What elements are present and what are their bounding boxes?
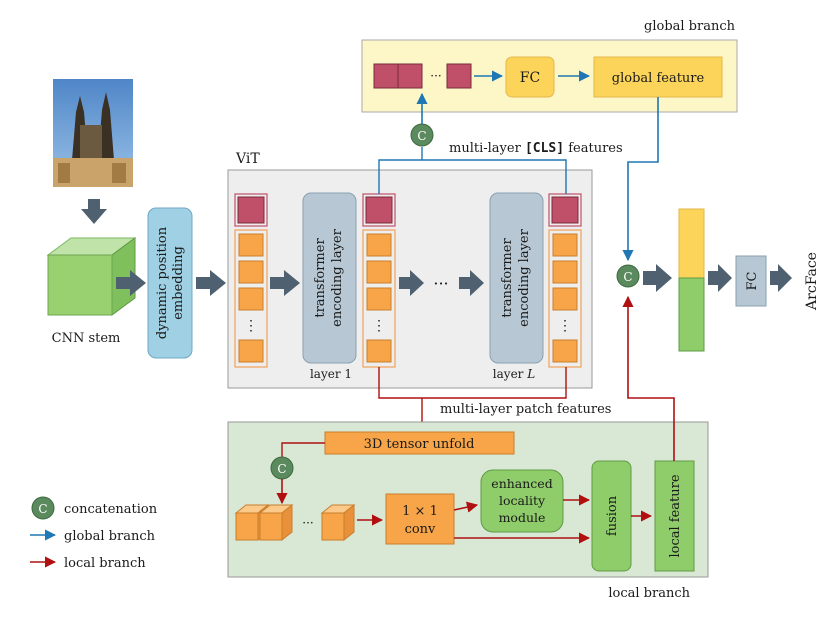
legend-concat-icon: C (31, 496, 55, 520)
token-column-layer1: ⋮ (362, 193, 396, 368)
svg-text:enhanced: enhanced (491, 476, 552, 491)
global-feature-label: global feature (612, 71, 705, 86)
layer-1-label: layer 1 (310, 367, 352, 381)
cnn-stem-cube (46, 237, 137, 316)
legend: C concatenation global branch local bran… (30, 496, 158, 571)
vit-arrow-3 (399, 270, 424, 296)
fusion-box: fusion (591, 460, 632, 572)
svg-text:C: C (623, 270, 632, 284)
token-column-input: ⋮ (234, 193, 268, 368)
unfold-to-concat-line (281, 442, 325, 457)
cube (320, 503, 356, 542)
dynamic-pos-line2: embedding (171, 246, 186, 320)
global-fc-label: FC (520, 70, 540, 86)
concat-to-feature-arrow (643, 264, 672, 292)
cls-token (551, 196, 579, 224)
stem-to-embedding-arrow (116, 270, 146, 296)
svg-text:C: C (277, 462, 286, 476)
svg-text:C: C (417, 129, 426, 143)
conv-1x1-box: 1 × 1 conv (385, 493, 455, 545)
global-branch-panel: global branch ··· FC global feature (361, 19, 738, 113)
arcface-label: ArcFace (804, 252, 820, 311)
svg-text:local feature: local feature (668, 474, 683, 557)
patch-token (366, 233, 392, 257)
patch-token (552, 287, 578, 311)
token-column-layerL: ⋮ (548, 193, 582, 368)
vdots: ⋮ (372, 318, 386, 334)
vdots: ⋮ (558, 318, 572, 334)
legend-global-branch: global branch (64, 529, 156, 544)
transformer-layer-1: transformer encoding layer (302, 192, 357, 364)
enhanced-locality-module: enhanced locality module (480, 469, 564, 533)
patch-token (366, 260, 392, 284)
cls-token (237, 196, 265, 224)
concatenated-feature-bar (678, 208, 705, 352)
concat-node-local: C (270, 456, 294, 480)
cls-token (365, 196, 393, 224)
dynamic-position-embedding: dynamic position embedding (147, 207, 193, 359)
legend-concatenation: concatenation (64, 502, 158, 517)
global-to-concat-arrow (622, 97, 659, 262)
transformer-label-1a: transformer (313, 238, 328, 318)
global-cls-token (373, 63, 399, 89)
local-branch-title: local branch (608, 586, 690, 601)
transformer-label-Lb: encoding layer (517, 228, 532, 326)
feature-cubes (234, 503, 356, 542)
input-image (53, 79, 133, 187)
patch-token (552, 233, 578, 257)
cubes-ellipsis: ··· (302, 516, 313, 530)
global-branch-title: global branch (644, 19, 736, 34)
conv-to-elm-arrow (453, 501, 479, 513)
tensor-unfold-box: 3D tensor unfold (324, 431, 515, 455)
vdots: ⋮ (244, 318, 258, 334)
svg-text:3D tensor unfold: 3D tensor unfold (364, 437, 475, 452)
patch-token (238, 233, 264, 257)
cls-connections (378, 147, 567, 194)
global-ellipsis: ··· (430, 69, 441, 83)
global-fc-box (505, 56, 555, 98)
global-cls-token (446, 63, 472, 89)
svg-text:1 × 1: 1 × 1 (402, 504, 438, 519)
concat-node-global: C (410, 123, 434, 147)
local-to-concat-arrow (622, 295, 675, 461)
image-to-stem-arrow (81, 199, 107, 224)
patch-token (366, 339, 392, 363)
patch-token (552, 260, 578, 284)
final-fc-box: FC (735, 255, 767, 307)
transformer-label-1b: encoding layer (330, 228, 345, 326)
cnn-stem-label: CNN stem (52, 331, 121, 346)
patch-token (238, 260, 264, 284)
vit-arrow-1 (270, 270, 300, 296)
svg-text:C: C (38, 502, 47, 516)
fc-to-arcface-arrow (770, 264, 792, 292)
vit-title: ViT (235, 151, 260, 167)
patch-features-label: multi-layer patch features (440, 402, 611, 417)
transformer-label-La: transformer (500, 238, 515, 318)
dynamic-pos-line1: dynamic position (155, 226, 170, 339)
patch-token (366, 287, 392, 311)
svg-text:locality: locality (499, 493, 546, 508)
layers-ellipsis: ··· (433, 274, 448, 293)
patch-token (238, 287, 264, 311)
cube (258, 503, 294, 542)
svg-text:module: module (499, 510, 546, 525)
vit-arrow-4 (459, 270, 484, 296)
concat-node-final: C (616, 264, 640, 288)
local-feature-box: local feature (654, 460, 695, 572)
feature-to-fc-arrow (708, 264, 732, 292)
svg-text:FC: FC (745, 271, 760, 290)
embedding-to-vit-arrow (196, 270, 226, 296)
svg-text:fusion: fusion (605, 495, 620, 536)
global-cls-token (397, 63, 423, 89)
transformer-layer-L: transformer encoding layer (489, 192, 544, 364)
svg-text:conv: conv (405, 522, 436, 537)
cls-features-label: multi-layer [CLS] features (449, 141, 623, 156)
patch-token (238, 339, 264, 363)
legend-local-branch: local branch (64, 556, 146, 571)
layer-L-label: layer L (493, 367, 535, 381)
patch-token (552, 339, 578, 363)
